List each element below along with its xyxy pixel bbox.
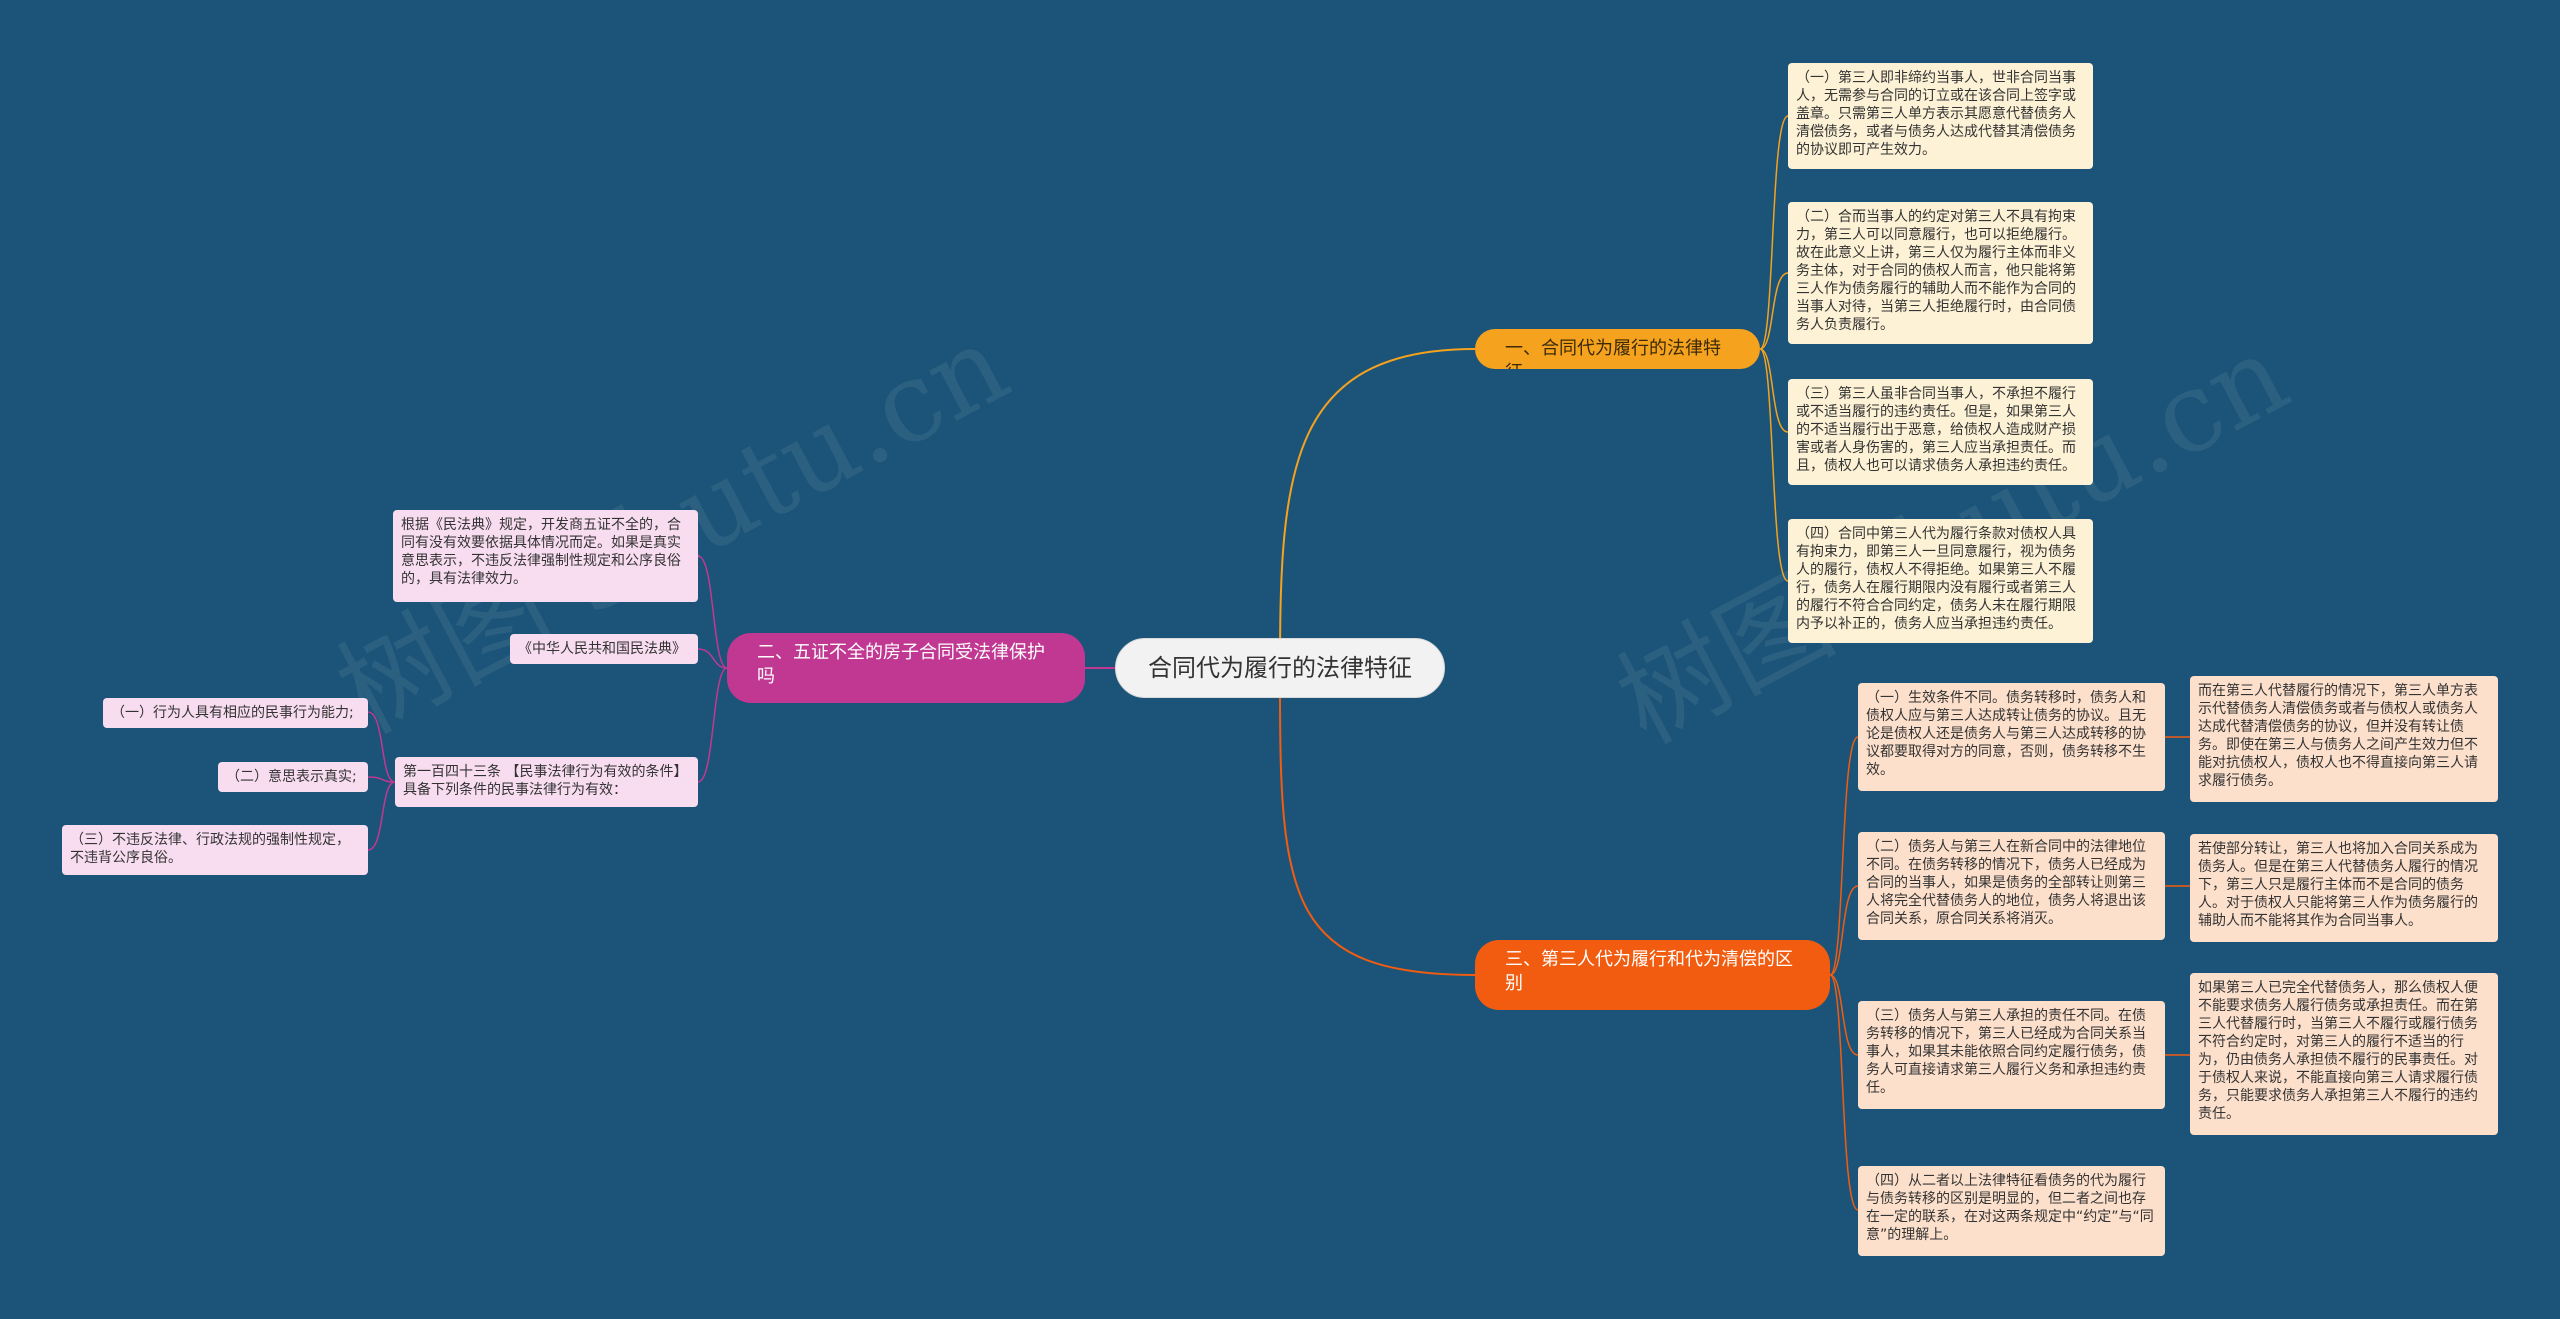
- b1-item-1[interactable]: （一）第三人即非缔约当事人，世非合同当事人，无需参与合同的订立或在该合同上签字或…: [1788, 63, 2093, 169]
- branch-five-certificates[interactable]: 二、五证不全的房子合同受法律保护吗: [727, 633, 1085, 703]
- link-b3-2: [1829, 885, 1859, 976]
- b2-sub-item-3[interactable]: （三）不违反法律、行政法规的强制性规定，不违背公序良俗。: [62, 825, 368, 875]
- b2-item-3[interactable]: 第一百四十三条 【民事法律行为有效的条件】具备下列条件的民事法律行为有效：: [395, 757, 698, 807]
- b2-item-1[interactable]: 根据《民法典》规定，开发商五证不全的，合同有没有效要依据具体情况而定。如果是真实…: [393, 510, 698, 602]
- link-b1-1: [1759, 115, 1789, 350]
- link-root-b1: [1279, 348, 1476, 669]
- b3-detail-2[interactable]: 若使部分转让，第三人也将加入合同关系成为债务人。但是在第三人代替债务人履行的情况…: [2190, 834, 2498, 942]
- root-topic[interactable]: 合同代为履行的法律特征: [1115, 638, 1445, 698]
- link-root-b3: [1279, 689, 1476, 976]
- branch-differences[interactable]: 三、第三人代为履行和代为清偿的区别: [1475, 940, 1830, 1010]
- link-b2-sub-2: [367, 776, 396, 783]
- b2-sub-item-2[interactable]: （二）意思表示真实;: [218, 762, 368, 792]
- b3-detail-3[interactable]: 如果第三人已完全代替债务人，那么债权人便不能要求债务人履行债务或承担责任。而在第…: [2190, 973, 2498, 1135]
- link-b2-2: [697, 648, 728, 669]
- b3-item-4[interactable]: （四）从二者以上法律特征看债务的代为履行与债务转移的区别是明显的，但二者之间也存…: [1858, 1166, 2165, 1256]
- b3-detail-1[interactable]: 而在第三人代替履行的情况下，第三人单方表示代替债务人清偿债务或者与债权人或债务人…: [2190, 676, 2498, 802]
- branch-legal-features[interactable]: 一、合同代为履行的法律特征: [1475, 329, 1760, 369]
- link-b2-sub-3: [367, 781, 396, 851]
- b1-item-2[interactable]: （二）合而当事人的约定对第三人不具有拘束力，第三人可以同意履行，也可以拒绝履行。…: [1788, 202, 2093, 344]
- link-b3-1: [1829, 736, 1859, 976]
- b2-sub-item-1[interactable]: （一）行为人具有相应的民事行为能力;: [103, 698, 368, 728]
- b1-item-4[interactable]: （四）合同中第三人代为履行条款对债权人具有拘束力，即第三人一旦同意履行，视为债务…: [1788, 519, 2093, 643]
- link-b2-1: [697, 555, 728, 669]
- link-b1-2: [1759, 272, 1789, 350]
- link-b2-3: [697, 667, 728, 783]
- b2-item-2[interactable]: 《中华人民共和国民法典》: [510, 634, 698, 664]
- b3-item-1[interactable]: （一）生效条件不同。债务转移时，债务人和债权人应与第三人达成转让债务的协议。且无…: [1858, 683, 2165, 791]
- link-b1-3: [1759, 348, 1789, 433]
- b3-item-2[interactable]: （二）债务人与第三人在新合同中的法律地位不同。在债务转移的情况下，债务人已经成为…: [1858, 832, 2165, 940]
- link-b3-4: [1829, 974, 1859, 1211]
- link-b1-4: [1759, 348, 1789, 582]
- link-b3-3: [1829, 974, 1859, 1056]
- b3-item-3[interactable]: （三）债务人与第三人承担的责任不同。在债务转移的情况下，第三人已经成为合同关系当…: [1858, 1001, 2165, 1109]
- b1-item-3[interactable]: （三）第三人虽非合同当事人，不承担不履行或不适当履行的违约责任。但是，如果第三人…: [1788, 379, 2093, 485]
- link-b2-sub-1: [367, 711, 396, 783]
